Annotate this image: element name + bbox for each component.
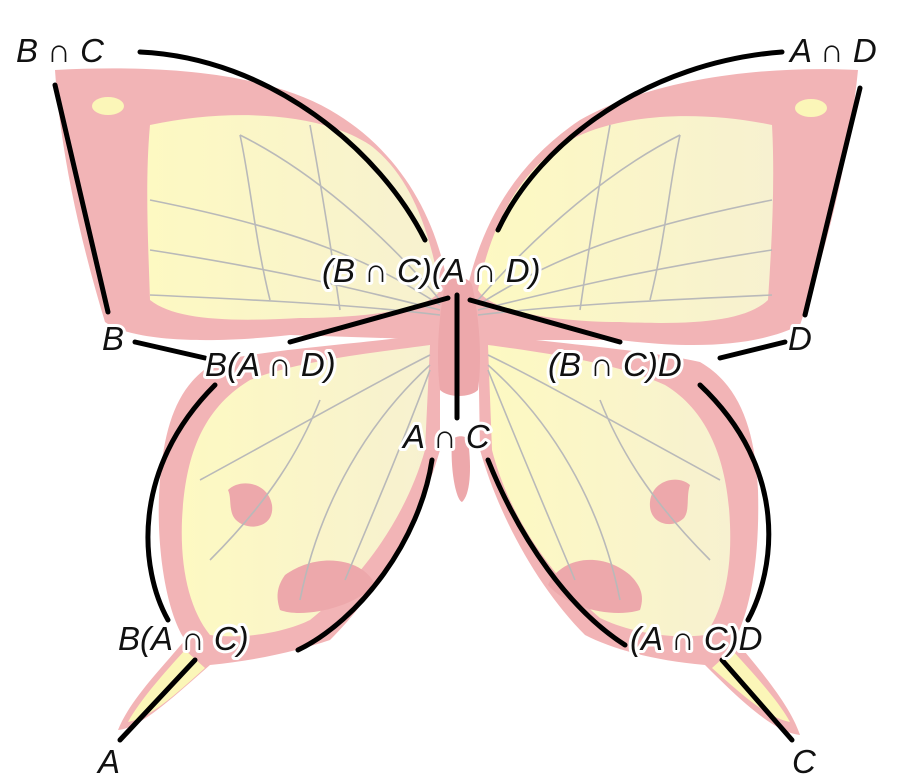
edge-left-short: [132, 339, 208, 361]
spot-upper-left: [92, 97, 124, 115]
edge-right-short: [717, 339, 788, 361]
label-inner-left: B(A ∩ D): [205, 346, 336, 383]
label-mid-right: D: [788, 320, 812, 357]
edge-tail-left: [117, 657, 198, 743]
region-labels: B ∩ C A ∩ D (B ∩ C)(A ∩ D) B D B(A ∩ D) …: [13, 29, 880, 783]
lower-left-field: [181, 345, 430, 637]
abdomen: [451, 436, 470, 502]
edge-left-vertical: [52, 82, 111, 315]
label-top-right: A ∩ D: [788, 32, 877, 69]
edge-center-left-curve: [295, 457, 435, 653]
spot-right-comma: [649, 479, 690, 525]
upper-right-field: [478, 116, 774, 323]
spot-upper-right: [795, 99, 827, 117]
label-bottom-left: A: [96, 743, 120, 780]
spot-left-lower: [277, 560, 375, 613]
spot-left-comma: [228, 483, 273, 527]
edge-top-left-arc: [137, 49, 428, 243]
label-center-top: (B ∩ C)(A ∩ D): [322, 252, 541, 289]
label-top-left: B ∩ C: [16, 32, 105, 69]
label-lower-right: (A ∩ C)D: [630, 620, 762, 657]
edge-right-vertical: [802, 85, 863, 318]
lower-right-field: [488, 345, 731, 637]
edge-top-right-arc: [495, 49, 785, 233]
wing-veins: [149, 124, 773, 601]
label-lower-left: B(A ∩ C): [118, 620, 249, 657]
label-inner-right: (B ∩ C)D: [548, 346, 682, 383]
upper-left-field: [147, 115, 440, 320]
edge-center-left-diag: [287, 295, 451, 345]
label-center: A ∩ C: [401, 418, 491, 455]
edge-lower-right-arc: [697, 382, 772, 623]
label-mid-left: B: [102, 320, 124, 357]
edge-center-right-curve: [485, 457, 628, 648]
edge-lower-left-arc: [145, 382, 218, 623]
label-bottom-right: C: [792, 743, 817, 780]
edge-tail-right: [719, 657, 795, 743]
edge-lines: [52, 49, 863, 743]
edge-center-right-diag: [467, 297, 623, 345]
